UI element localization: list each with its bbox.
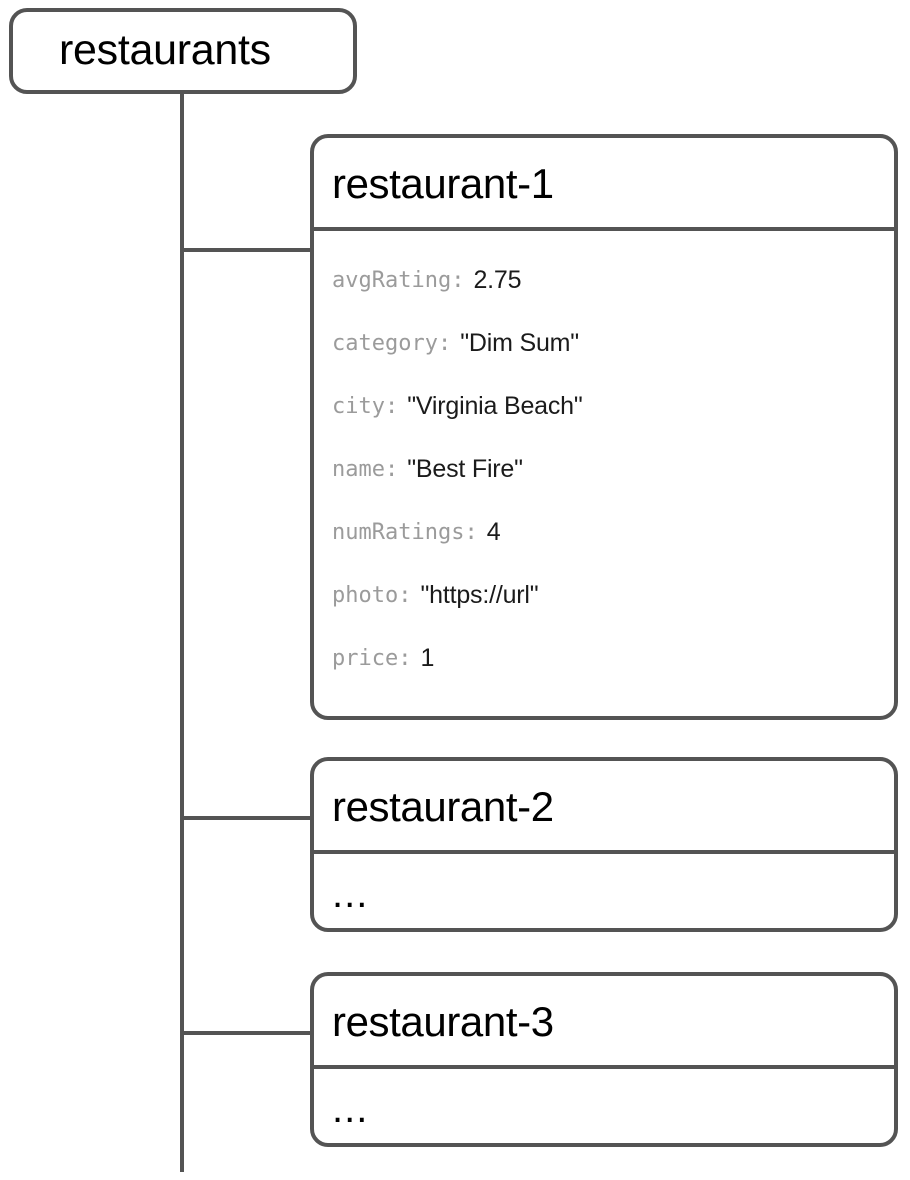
ellipsis-label: ... — [332, 1086, 369, 1131]
field-key: name: — [332, 457, 399, 482]
document-header: restaurant-2 — [314, 761, 894, 854]
document-fields-placeholder: ... — [314, 1069, 894, 1148]
field-key: category: — [332, 331, 452, 356]
connector-to-restaurant-1 — [180, 248, 312, 252]
field-value: 1 — [420, 644, 435, 672]
collection-label: restaurants — [59, 26, 271, 75]
trunk-line — [180, 94, 184, 1172]
document-header: restaurant-3 — [314, 976, 894, 1069]
field-row-category: category: "Dim Sum" — [332, 312, 876, 375]
field-value: "Virginia Beach" — [407, 392, 583, 420]
collection-node-restaurants[interactable]: restaurants — [9, 8, 357, 94]
connector-to-restaurant-2 — [180, 816, 312, 820]
field-value: "https://url" — [420, 581, 539, 609]
field-row-city: city: "Virginia Beach" — [332, 375, 876, 438]
field-key: city: — [332, 394, 399, 419]
field-key: photo: — [332, 583, 412, 608]
document-fields: avgRating: 2.75 category: "Dim Sum" city… — [314, 231, 894, 706]
field-key: numRatings: — [332, 520, 478, 545]
field-row-avgRating: avgRating: 2.75 — [332, 249, 876, 312]
field-key: avgRating: — [332, 268, 465, 293]
field-value: 2.75 — [473, 266, 522, 294]
field-row-price: price: 1 — [332, 627, 876, 690]
document-node-restaurant-3[interactable]: restaurant-3 ... — [310, 972, 898, 1147]
field-row-numRatings: numRatings: 4 — [332, 501, 876, 564]
ellipsis-label: ... — [332, 871, 369, 916]
document-id-label: restaurant-1 — [332, 159, 554, 207]
field-value: "Best Fire" — [407, 455, 523, 483]
document-header: restaurant-1 — [314, 138, 894, 231]
field-value: 4 — [486, 518, 501, 546]
document-id-label: restaurant-3 — [332, 997, 554, 1045]
document-node-restaurant-2[interactable]: restaurant-2 ... — [310, 757, 898, 932]
field-key: price: — [332, 646, 412, 671]
document-fields-placeholder: ... — [314, 854, 894, 933]
document-id-label: restaurant-2 — [332, 782, 554, 830]
connector-to-restaurant-3 — [180, 1031, 312, 1035]
document-node-restaurant-1[interactable]: restaurant-1 avgRating: 2.75 category: "… — [310, 134, 898, 720]
field-row-photo: photo: "https://url" — [332, 564, 876, 627]
field-row-name: name: "Best Fire" — [332, 438, 876, 501]
field-value: "Dim Sum" — [460, 329, 579, 357]
